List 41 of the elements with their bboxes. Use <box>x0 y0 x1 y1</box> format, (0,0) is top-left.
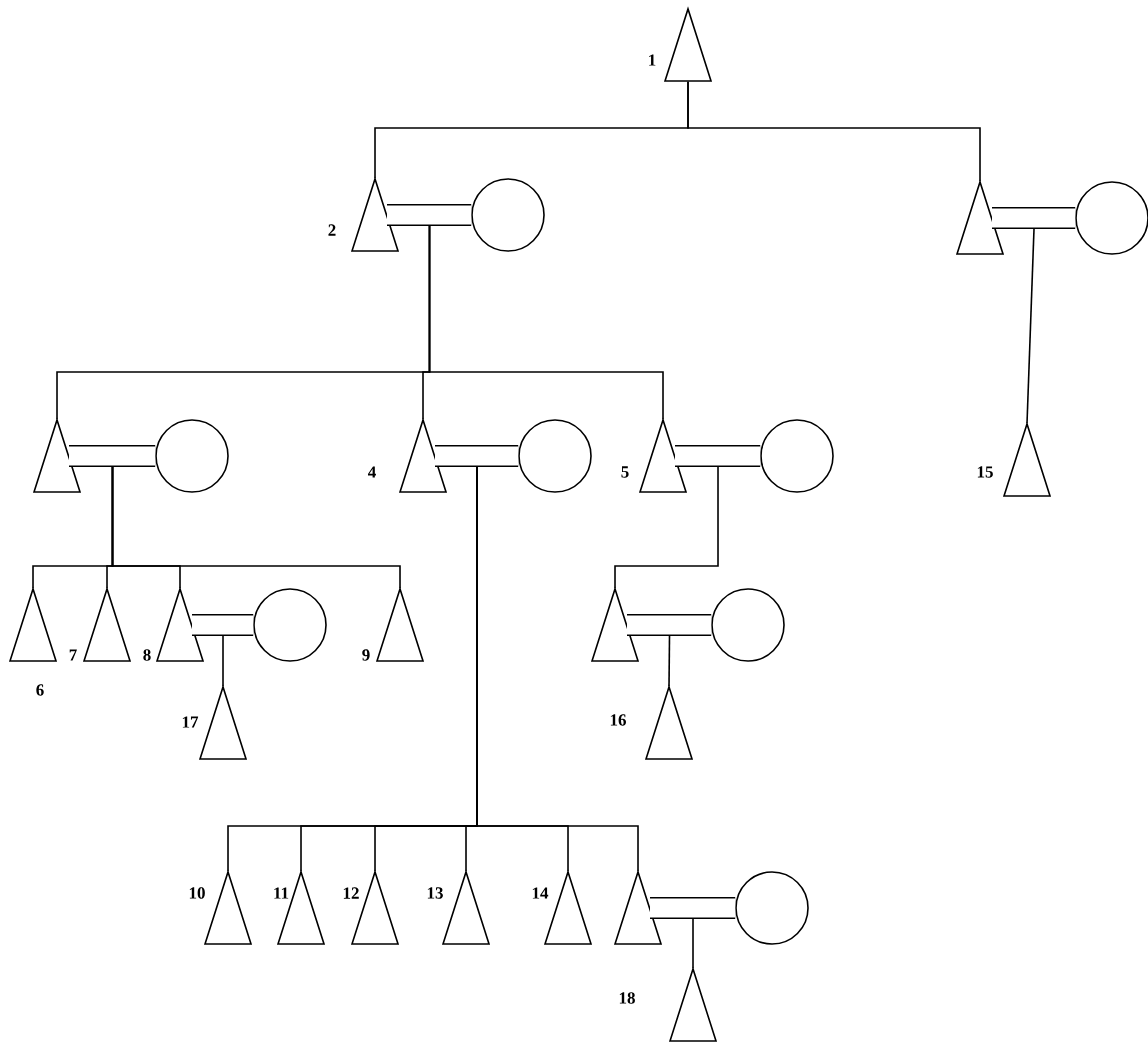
circle-symbol <box>518 419 592 493</box>
number-label: 8 <box>143 649 151 661</box>
number-label: 15 <box>977 466 993 478</box>
descent-line <box>476 466 639 872</box>
marriage-sign <box>192 613 254 637</box>
descent-line <box>111 466 401 589</box>
marriage-sign <box>435 444 519 468</box>
descent-line <box>222 635 224 687</box>
number-label: 6 <box>36 684 44 696</box>
marriage-sign <box>650 896 736 920</box>
marriage-sign <box>387 203 472 227</box>
number-label: 11 <box>274 887 289 899</box>
circle-symbol <box>735 871 809 945</box>
number-label: 1 <box>649 54 656 66</box>
descent-line <box>687 81 981 182</box>
number-label: 2 <box>328 224 336 236</box>
circle-symbol <box>471 178 545 252</box>
number-label: 18 <box>619 992 635 1004</box>
circle-symbol <box>711 588 785 662</box>
number-label: 13 <box>427 887 443 899</box>
descent-line <box>614 466 719 589</box>
marriage-sign <box>992 206 1076 230</box>
number-label: 17 <box>182 716 199 728</box>
marriage-sign <box>675 444 761 468</box>
descent-line <box>692 918 694 969</box>
circle-symbol <box>760 419 834 493</box>
descent-line <box>668 635 671 687</box>
number-label: 14 <box>532 887 549 899</box>
circle-symbol <box>253 588 327 662</box>
descent-line <box>428 225 664 420</box>
number-label: 7 <box>69 649 77 661</box>
marriage-sign <box>69 444 156 468</box>
number-label: 5 <box>621 466 629 478</box>
descent-line <box>1026 228 1035 424</box>
number-label: 4 <box>368 466 376 478</box>
number-label: 16 <box>610 714 626 726</box>
marriage-sign <box>627 613 712 637</box>
number-label: 9 <box>362 649 370 661</box>
number-label: 12 <box>343 887 359 899</box>
number-label: 10 <box>189 887 205 899</box>
circle-symbol <box>155 419 229 493</box>
